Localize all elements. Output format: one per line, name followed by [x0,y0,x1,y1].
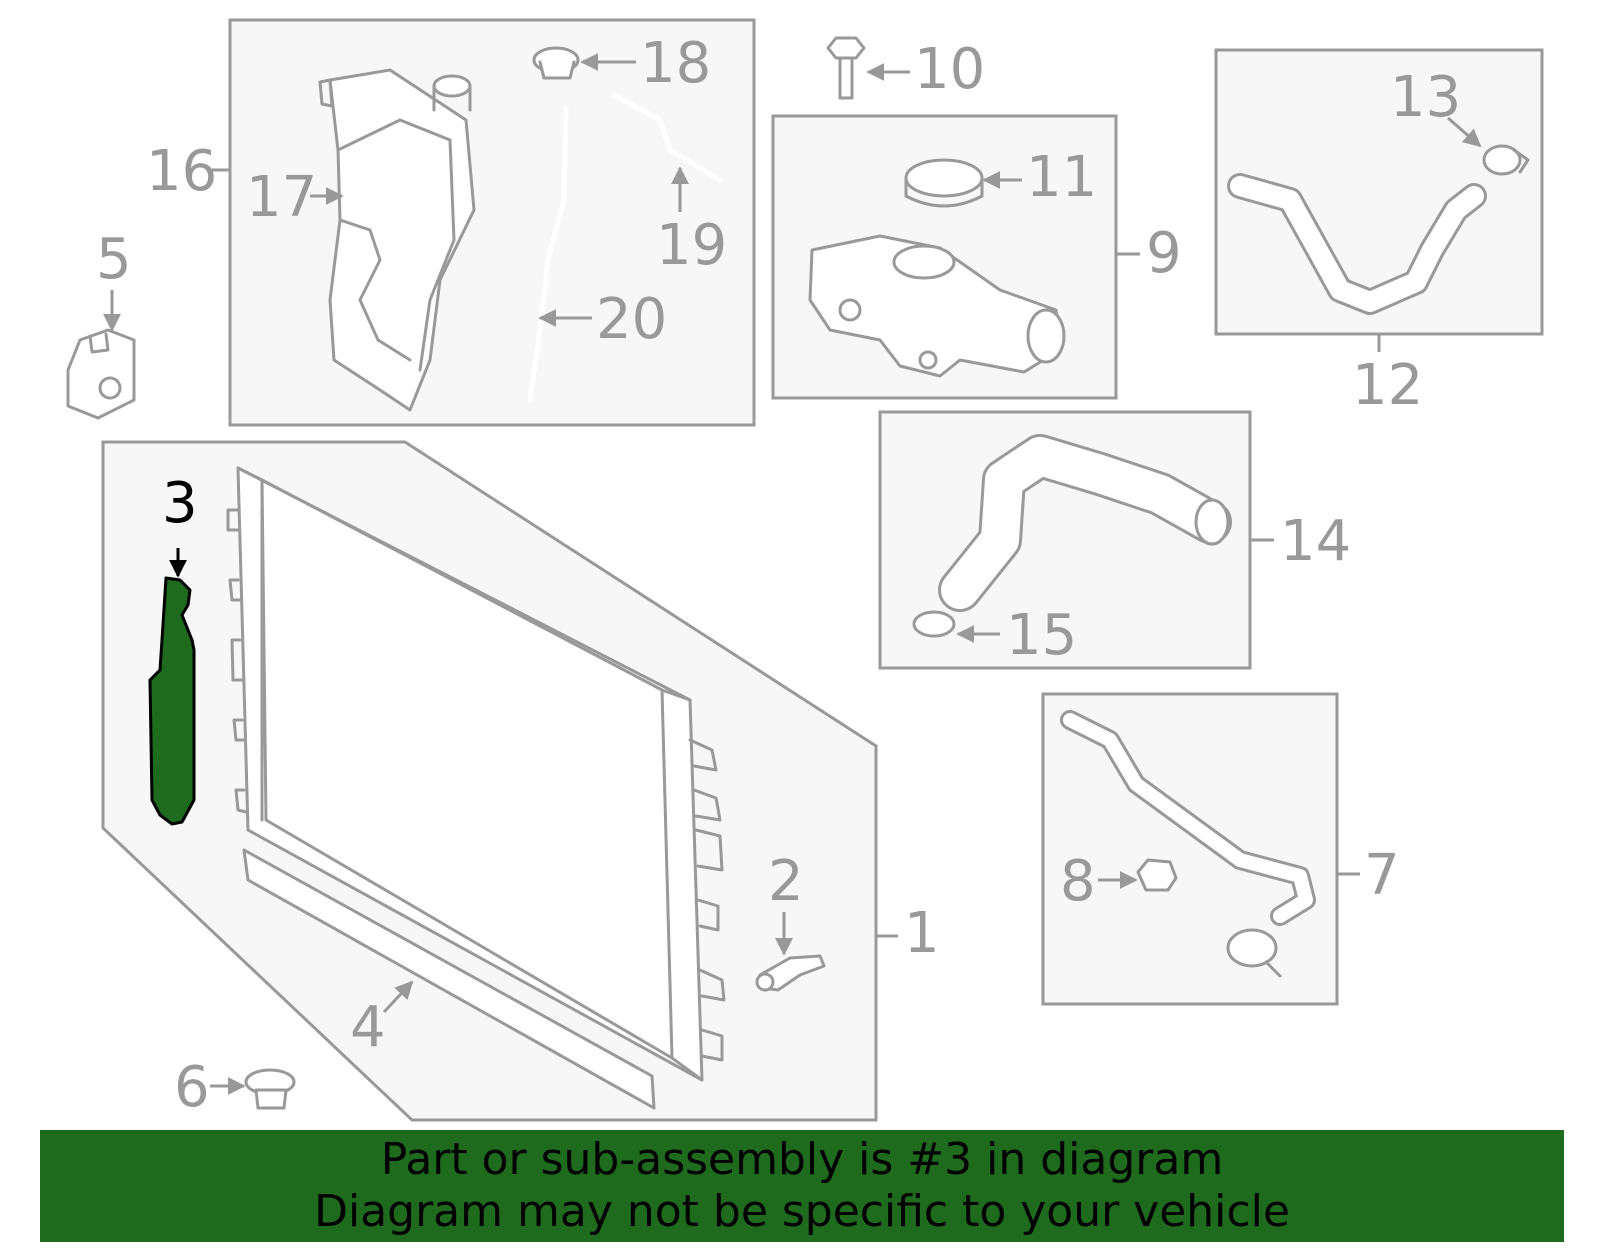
callout-4: 4 [350,995,386,1060]
callout-14: 14 [1280,509,1351,574]
banner-line-2: Diagram may not be specific to your vehi… [314,1186,1290,1237]
callout-15: 15 [1006,603,1077,668]
callout-17: 17 [246,165,317,230]
clamp-part-7 [1226,928,1282,978]
callout-10: 10 [914,37,985,102]
bolt-part-10 [826,36,866,100]
callout-20: 20 [596,287,667,352]
callout-16: 16 [146,139,217,204]
cap-part-11 [904,158,984,208]
callout-18: 18 [640,31,711,96]
seal-strip-part-4 [242,848,656,1110]
cap-part-18 [532,46,580,80]
callout-9: 9 [1146,221,1182,286]
coolant-housing-part-9 [808,234,1066,378]
air-guide-part-3 [148,576,196,826]
callout-1: 1 [904,901,940,966]
callout-8: 8 [1060,849,1096,914]
callout-2: 2 [768,849,804,914]
bracket-part-5 [66,328,136,420]
info-banner: Part or sub-assembly is #3 in diagram Di… [40,1130,1564,1242]
callout-11: 11 [1026,145,1097,210]
callout-12: 12 [1352,353,1423,418]
callout-13: 13 [1390,65,1461,130]
group-box-7 [1041,692,1339,1006]
reservoir-tank-part-17 [318,68,476,412]
radiator-part-1 [226,466,726,1082]
grommet-part-6 [244,1068,296,1110]
callout-19: 19 [656,213,727,278]
group-box-16 [228,18,756,427]
callout-5: 5 [96,227,132,292]
clamp-part-13 [1482,144,1530,176]
callout-7: 7 [1364,843,1400,908]
leader-13 [1447,116,1482,148]
leader-4 [382,980,414,1014]
drain-plug-part-2 [755,954,826,992]
connector-part-8 [1136,858,1178,892]
clamp-part-15 [912,610,956,638]
callout-3: 3 [162,471,198,536]
banner-line-1: Part or sub-assembly is #3 in diagram [380,1134,1224,1185]
callout-6: 6 [174,1055,210,1120]
